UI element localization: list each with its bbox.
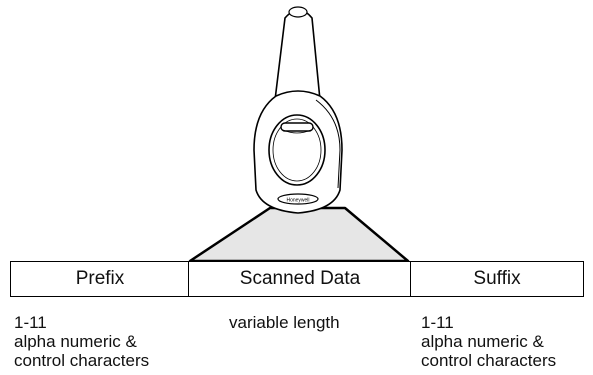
suffix-label: Suffix	[473, 268, 521, 289]
scanner-window-inner	[272, 118, 322, 182]
handle-top-cap	[288, 6, 308, 18]
prefix-note-line: 1-11	[14, 313, 47, 332]
scanned-data-segment: Scanned Data	[188, 261, 412, 297]
brand-badge	[277, 193, 319, 205]
scan-beam	[188, 206, 410, 263]
scanned-data-note: variable length	[229, 313, 340, 332]
suffix-note-line: 1-11	[421, 313, 454, 332]
suffix-note-line: alpha numeric &	[421, 332, 544, 351]
suffix-note: 1-11 alpha numeric & control characters	[421, 313, 556, 370]
prefix-note-line: alpha numeric &	[14, 332, 137, 351]
prefix-label: Prefix	[75, 268, 125, 289]
suffix-segment: Suffix	[410, 261, 584, 297]
suffix-note-line: control characters	[421, 351, 557, 370]
brand-badge-text: Honeywell	[286, 198, 309, 204]
scanned-data-note-line: variable length	[229, 313, 340, 332]
prefix-note-line: control characters	[14, 351, 150, 370]
scanner-window	[268, 114, 326, 186]
prefix-segment: Prefix	[10, 261, 190, 297]
scanner-handle	[274, 9, 321, 101]
prefix-note: 1-11 alpha numeric & control characters	[14, 313, 149, 370]
scanner-side-ridge	[315, 99, 341, 189]
scanner-trigger	[280, 122, 314, 132]
scanned-data-label: Scanned Data	[239, 268, 361, 289]
